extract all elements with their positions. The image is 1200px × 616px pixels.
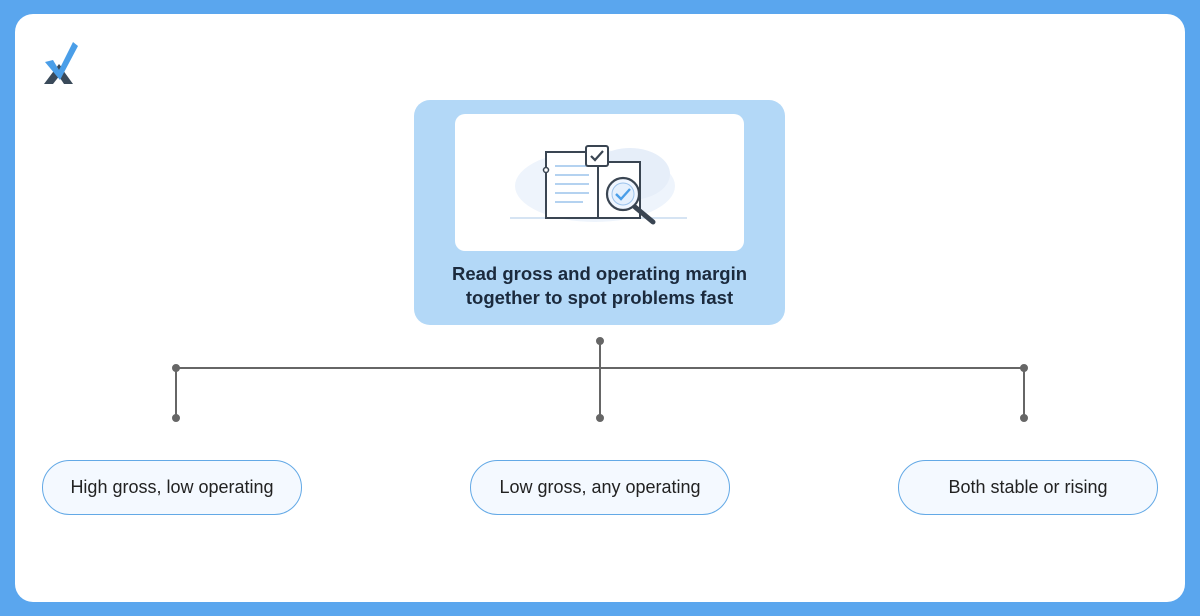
right-end-dot: [1020, 414, 1028, 422]
branch-node-high-gross-low-operating: High gross, low operating: [42, 460, 302, 515]
trunk-top-dot: [596, 337, 604, 345]
bus-left-dot: [172, 364, 180, 372]
root-title-line-1: Read gross and operating margin: [451, 263, 748, 284]
bus-right-dot: [1020, 364, 1028, 372]
document-magnifier-check-icon: [510, 145, 687, 225]
branch-node-low-gross-any-operating: Low gross, any operating: [470, 460, 730, 515]
center-end-dot: [596, 414, 604, 422]
root-title: Read gross and operating margin together…: [414, 262, 785, 310]
left-end-dot: [172, 414, 180, 422]
brand-logo-icon: [44, 42, 78, 84]
branch-node-both-stable-or-rising: Both stable or rising: [898, 460, 1158, 515]
root-title-line-2: together to spot problems fast: [465, 287, 734, 308]
illustration-panel: [455, 114, 744, 251]
